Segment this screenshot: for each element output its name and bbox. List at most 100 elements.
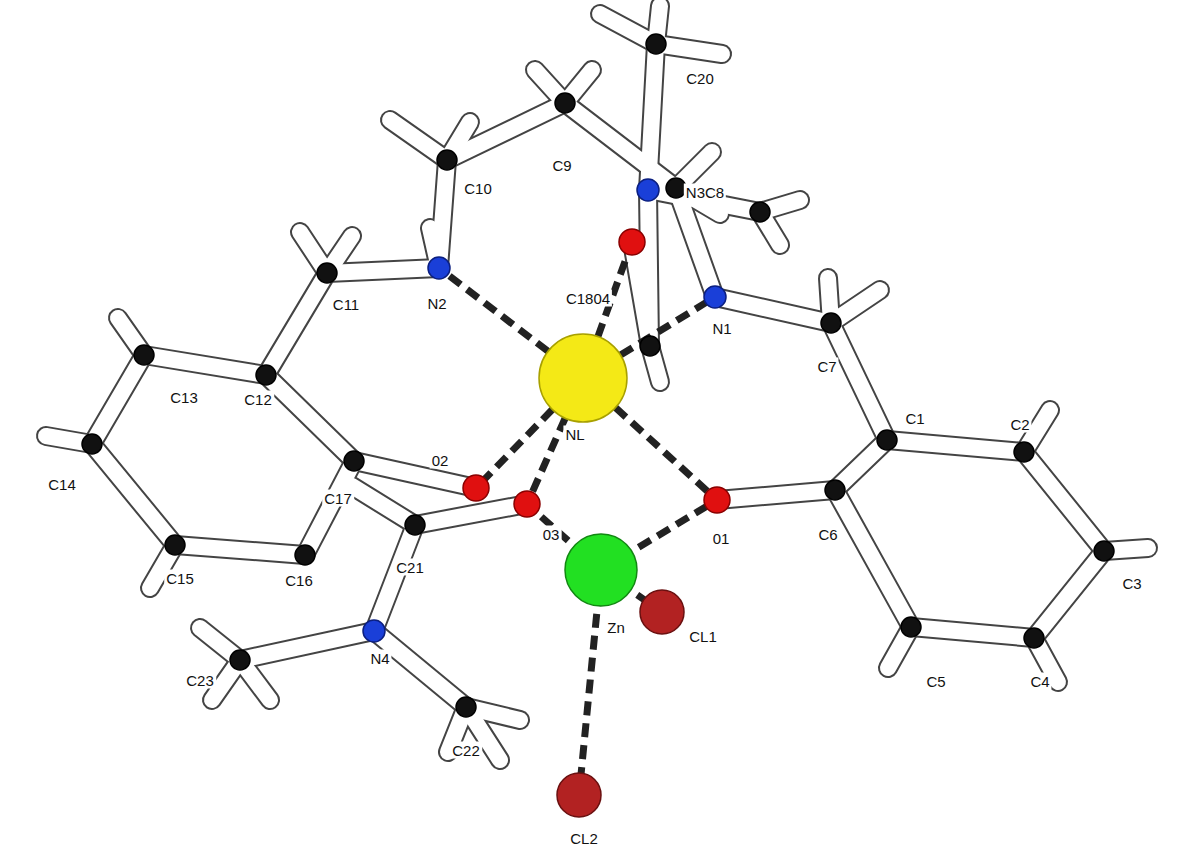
- bond-outline: [175, 545, 305, 555]
- bond-outline: [266, 375, 354, 461]
- bond-stick: [175, 545, 305, 555]
- atom-ball: [456, 697, 476, 717]
- bond-stick: [447, 103, 565, 160]
- atom-label: C14: [46, 476, 78, 493]
- atom-ball: [877, 430, 897, 450]
- atom-label: N2: [425, 295, 448, 312]
- atom-ball: [565, 534, 637, 606]
- bond-stick: [144, 355, 266, 375]
- bond-stick: [266, 273, 327, 375]
- atom-ball: [640, 336, 660, 356]
- atom-label: C4: [1028, 673, 1051, 690]
- atom-ball: [344, 451, 364, 471]
- atom-label: N3C8: [684, 184, 726, 201]
- atom-label: C1804: [564, 290, 612, 307]
- atom-label: CL1: [687, 628, 719, 645]
- atom-label: C2: [1008, 416, 1031, 433]
- atom-ball: [555, 93, 575, 113]
- atom-ball: [901, 617, 921, 637]
- bond-outline: [92, 444, 175, 545]
- bond-outline: [305, 461, 354, 555]
- bond-stick: [354, 461, 476, 488]
- bond-outline: [831, 323, 887, 440]
- coordination-bonds: [439, 242, 717, 795]
- bond-stick: [327, 268, 439, 273]
- bond-stick: [648, 44, 656, 190]
- atom-ball: [640, 590, 684, 634]
- bond-outline: [415, 504, 527, 525]
- atom-label: CL2: [568, 830, 600, 847]
- bond-stick: [374, 631, 466, 707]
- atom-label: C9: [550, 157, 573, 174]
- bond-outline: [374, 525, 415, 631]
- bond-stick: [352, 486, 415, 525]
- atom-ball: [1094, 541, 1114, 561]
- bond-stick: [831, 323, 887, 440]
- bond-stick: [911, 627, 1034, 638]
- bond-outline: [374, 631, 466, 707]
- atom-label: C16: [283, 572, 315, 589]
- bond-stick: [92, 444, 175, 545]
- bond-outline: [911, 627, 1034, 638]
- atom-label: C10: [462, 180, 494, 197]
- bond-outline: [835, 440, 887, 490]
- atom-label: C22: [450, 742, 482, 759]
- atom-label: 01: [711, 530, 732, 547]
- atom-ball: [165, 535, 185, 555]
- atom-ball: [463, 475, 489, 501]
- bond-outline: [92, 355, 144, 444]
- atom-ball: [1024, 628, 1044, 648]
- bond-stick: [92, 355, 144, 444]
- atom-label: 02: [430, 452, 451, 469]
- atom-ball: [750, 202, 770, 222]
- atom-ball: [437, 150, 457, 170]
- atom-ball: [821, 313, 841, 333]
- atom-label: N4: [368, 650, 391, 667]
- atom-ball: [405, 515, 425, 535]
- atom-ball: [295, 545, 315, 565]
- bond-outline: [327, 268, 439, 273]
- bond-stick: [632, 242, 650, 346]
- bond-outline: [717, 490, 835, 500]
- atom-ball: [134, 345, 154, 365]
- bond-outline: [266, 273, 327, 375]
- atom-ball: [646, 34, 666, 54]
- bond-stick: [240, 631, 374, 660]
- bond-stick: [415, 504, 527, 525]
- atom-label: 03: [541, 526, 562, 543]
- atom-ball: [637, 179, 659, 201]
- bond-sticks: [46, 6, 1148, 760]
- atom-label: NL: [563, 426, 586, 443]
- atom-ball: [82, 434, 102, 454]
- atom-ball: [539, 334, 627, 422]
- bond-outline: [240, 631, 374, 660]
- bond-stick: [305, 461, 354, 555]
- atom-label: C23: [184, 672, 216, 689]
- atom-label: C5: [924, 673, 947, 690]
- bond-outline: [648, 44, 656, 190]
- atom-label: C15: [164, 570, 196, 587]
- atom-label: C3: [1120, 575, 1143, 592]
- bond-stick: [266, 375, 354, 461]
- atom-ball: [825, 480, 845, 500]
- atom-ball: [514, 491, 540, 517]
- bond-outline: [887, 440, 1024, 452]
- bond-outline: [144, 355, 266, 375]
- bond-outline: [354, 461, 476, 488]
- bond-stick: [887, 440, 1024, 452]
- atom-ball: [256, 365, 276, 385]
- atom-label: C17: [322, 490, 354, 507]
- bond-outline: [835, 490, 911, 627]
- atom-ball: [704, 286, 726, 308]
- atom-label: C7: [815, 358, 838, 375]
- atom-label: Zn: [605, 619, 627, 636]
- bond-outline: [352, 486, 415, 525]
- atom-ball: [619, 229, 645, 255]
- atom-label: N1: [710, 320, 733, 337]
- bond-outline: [1024, 452, 1104, 551]
- atom-ball: [428, 257, 450, 279]
- bond-stick: [835, 490, 911, 627]
- atom-ball: [317, 263, 337, 283]
- atom-ball: [230, 650, 250, 670]
- atom-label: C1: [903, 410, 926, 427]
